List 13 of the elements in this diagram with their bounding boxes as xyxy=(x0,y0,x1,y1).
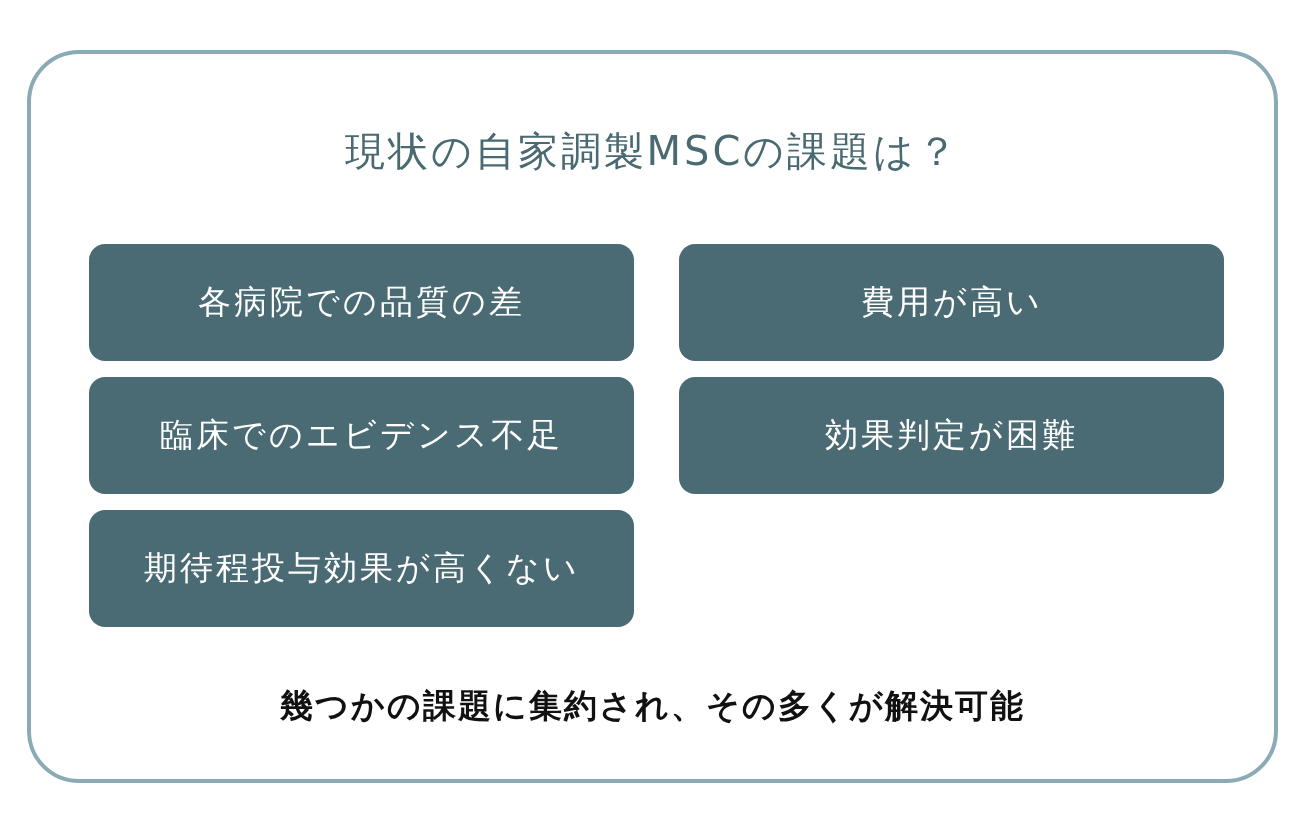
issue-text: 効果判定が困難 xyxy=(825,414,1078,456)
issue-box xyxy=(89,510,634,627)
issue-text: 臨床でのエビデンス不足 xyxy=(160,414,563,456)
heading: 現状の自家調製MSCの課題は？ xyxy=(343,127,962,176)
issue-box xyxy=(679,244,1224,361)
issue-box xyxy=(89,377,634,494)
frame-panel xyxy=(27,50,1278,783)
issue-box xyxy=(89,244,634,361)
issue-text: 各病院での品質の差 xyxy=(198,281,525,323)
issue-text: 費用が高い xyxy=(860,281,1043,323)
issue-text: 期待程投与効果が高くない xyxy=(143,547,580,589)
summary-text: 幾つかの課題に集約され、その多くが解決可能 xyxy=(279,685,1026,727)
issue-box xyxy=(679,377,1224,494)
